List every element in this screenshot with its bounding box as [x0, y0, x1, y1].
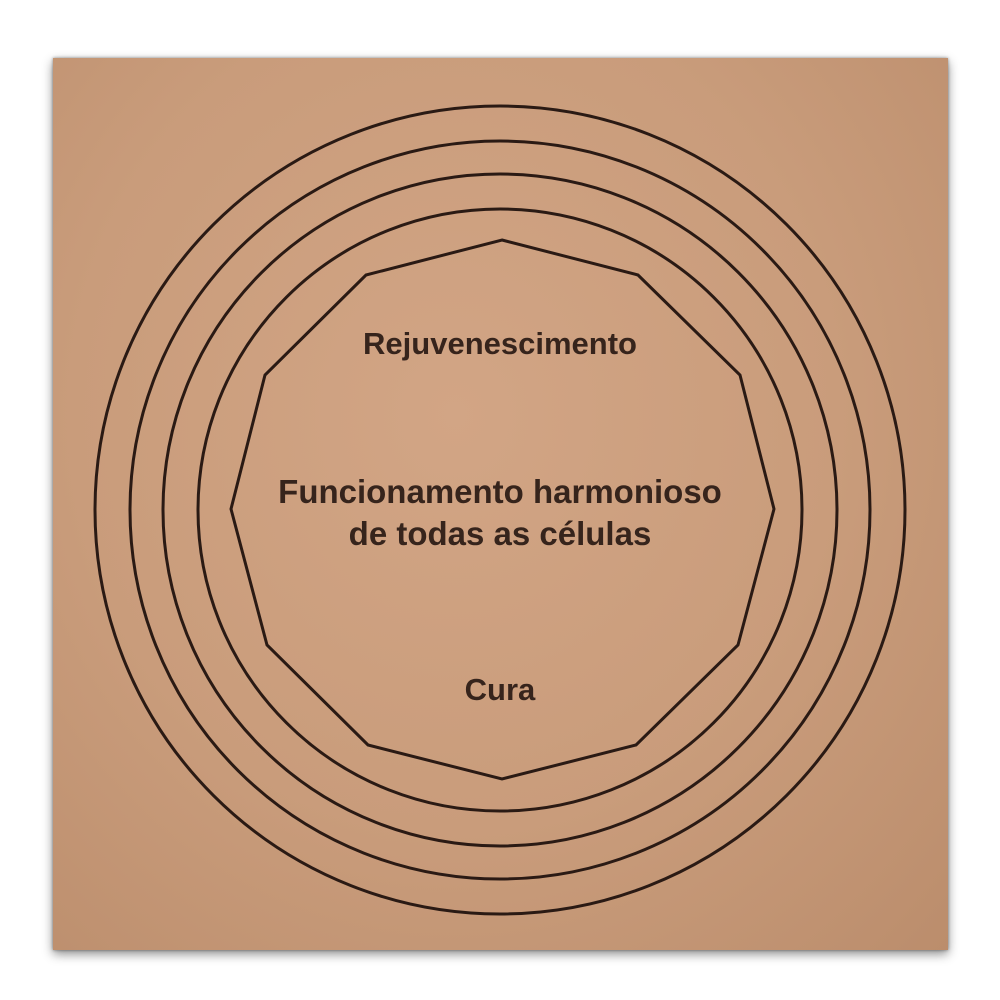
- bottom-label: Cura: [464, 672, 536, 707]
- center-line-1: Funcionamento harmonioso: [278, 473, 722, 510]
- top-label: Rejuvenescimento: [363, 326, 637, 361]
- engraved-board: [53, 58, 948, 950]
- dodecagon: [229, 238, 776, 781]
- outer-ring-4: [196, 207, 804, 813]
- outer-ring-2: [128, 139, 872, 881]
- center-line-2: de todas as células: [348, 515, 652, 552]
- outer-ring-3: [161, 172, 839, 848]
- outer-ring-1: [93, 104, 907, 916]
